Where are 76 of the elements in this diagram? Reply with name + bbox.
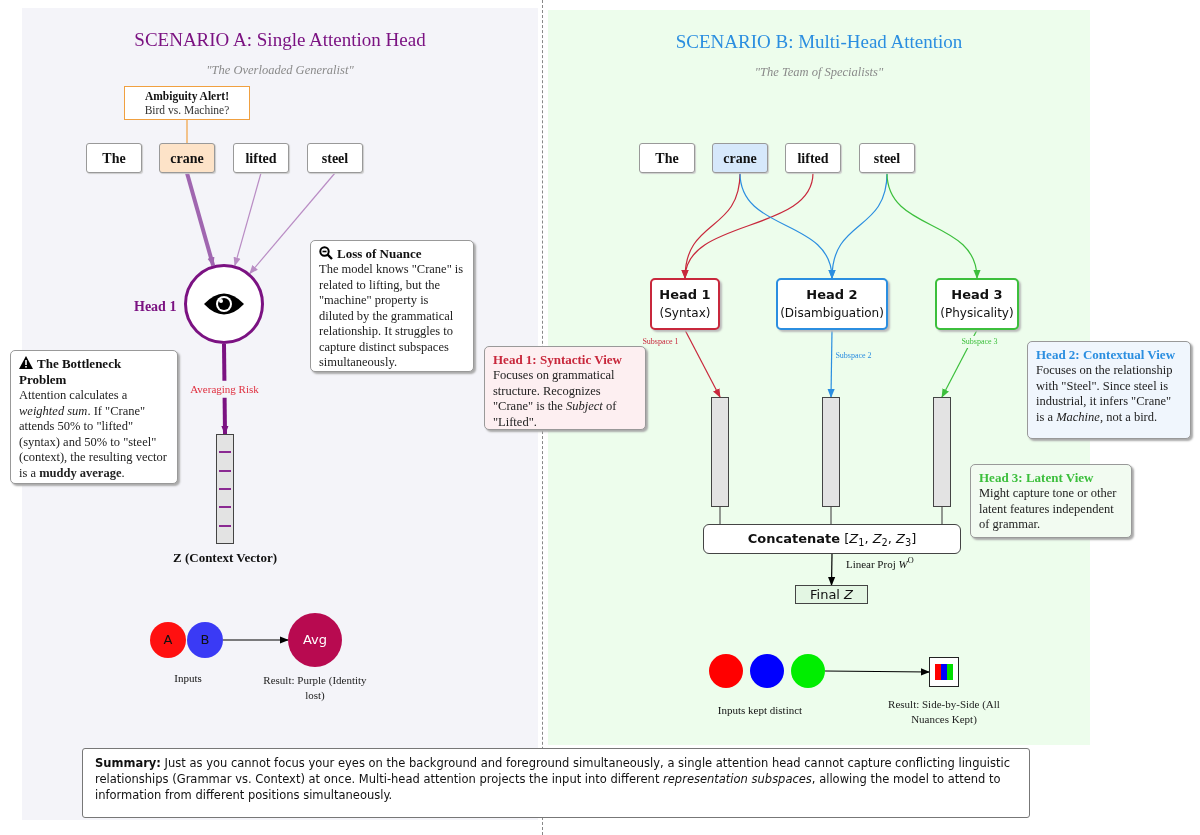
scenario-subtitle: "The Overloaded Generalist" [206, 61, 354, 79]
arrow [185, 172, 216, 267]
arrow [828, 553, 836, 586]
result-caption: Result: Side-by-Side (All Nuances Kept) [887, 697, 1001, 727]
note-heading: Loss of Nuance [319, 246, 465, 262]
circle-label: A [163, 631, 173, 650]
note-heading: Head 2: Contextual View [1036, 347, 1177, 363]
token-box [785, 143, 841, 173]
arrow [249, 172, 336, 275]
arrow [886, 172, 980, 279]
token-label: crane [170, 149, 204, 168]
arrow [222, 636, 289, 644]
caption-text: Inputs kept distinct [716, 703, 804, 718]
token-box [859, 143, 915, 173]
head-title: Head 1 [659, 286, 711, 304]
circle-label: B [200, 631, 210, 650]
subspace-vector-bar [933, 397, 951, 507]
alert-text: Bird vs. Machine? [144, 103, 230, 117]
note-text: Focuses on the relationship with "Steel". Since steel is industrial, it infers "Crane" is a Machine, not a bird. [1036, 363, 1174, 425]
note-card [970, 464, 1132, 538]
scenario-title: SCENARIO B: Multi-Head Attention [675, 30, 963, 54]
arrow [827, 329, 835, 398]
token-box [159, 143, 215, 173]
token-label: The [655, 149, 679, 168]
note-heading: Head 3: Latent View [979, 470, 1095, 486]
head-role: (Syntax) [659, 305, 711, 322]
token-label: steel [321, 149, 349, 168]
subspace-vector-bar [711, 397, 729, 507]
note-card [10, 350, 178, 484]
subspace-vector-bar [822, 397, 840, 507]
head-title: Head 2 [806, 286, 858, 304]
head-role: (Disambiguation) [780, 305, 884, 322]
token-label: crane [723, 149, 757, 168]
note-card [484, 346, 646, 430]
note-text: Might capture tone or other latent features independent of grammar. [979, 486, 1118, 533]
note-text: The model knows "Crane" is related to lifting, but the "machine" property is diluted by the grammatical relationship. It struggles to capture distinct subspaces simultaneously. [319, 262, 465, 371]
final-output-label: Final Z [810, 585, 853, 604]
arrow [682, 172, 814, 279]
note-text: Attention calculates a weighted sum. If "Crane" attends 50% to "lifted" (syntax) and 50% to "steel" (context), the resulting vector is a muddy average. [19, 388, 168, 481]
note-card [310, 240, 474, 372]
attention-head-box [650, 278, 720, 330]
concatenate-box [703, 524, 961, 554]
speech-callout [124, 86, 250, 120]
token-label: lifted [797, 149, 829, 168]
arrow [233, 172, 262, 267]
token-label: The [102, 149, 126, 168]
head-title: Head 3 [951, 286, 1003, 304]
alert-heading: Ambiguity Alert! [145, 89, 229, 103]
vector-label: Z (Context Vector) [172, 549, 278, 567]
token-box [712, 143, 768, 173]
summary-text: Summary: Just as you cannot focus your eyes on the background and foreground simultaneously, a single attention head cannot capture conflicting linguistic relationships (Grammar vs. Context) at once. Multi-head attention projects the input into different representation subspaces, allowing the model to attend to information from different positions simultaneously. [94, 755, 1011, 804]
output-box [795, 585, 868, 604]
note-text: Focuses on grammatical structure. Recognizes "Crane" is the Subject of "Lifted". [493, 368, 618, 430]
token-box [307, 143, 363, 173]
caption-text: Inputs [173, 671, 203, 686]
edge-label: Linear Proj W$^{O}$ [843, 555, 916, 572]
token-label: steel [873, 149, 901, 168]
token-label: lifted [245, 149, 277, 168]
note-card [1027, 341, 1191, 439]
token-box [86, 143, 142, 173]
scenario-title: SCENARIO A: Single Attention Head [134, 28, 426, 52]
token-box [233, 143, 289, 173]
arrow [824, 668, 930, 676]
attention-head-box [935, 278, 1019, 330]
edge-label: Averaging Risk [188, 380, 261, 398]
scenario-subtitle: "The Team of Specialists" [754, 63, 884, 81]
head-label: Head 1 [134, 298, 177, 316]
note-heading: Head 1: Syntactic View [493, 352, 623, 368]
result-caption: Result: Purple (Identity lost) [262, 673, 368, 703]
note-heading: The Bottleneck Problem [19, 356, 123, 388]
attention-head-box [776, 278, 888, 330]
summary-box [82, 748, 1030, 818]
token-box [639, 143, 695, 173]
concatenate-label: Concatenate [Z$_{1}$, Z$_{2}$, Z$_{3}$] [747, 530, 917, 549]
head-role: (Physicality) [940, 305, 1014, 322]
arrow [684, 329, 721, 398]
